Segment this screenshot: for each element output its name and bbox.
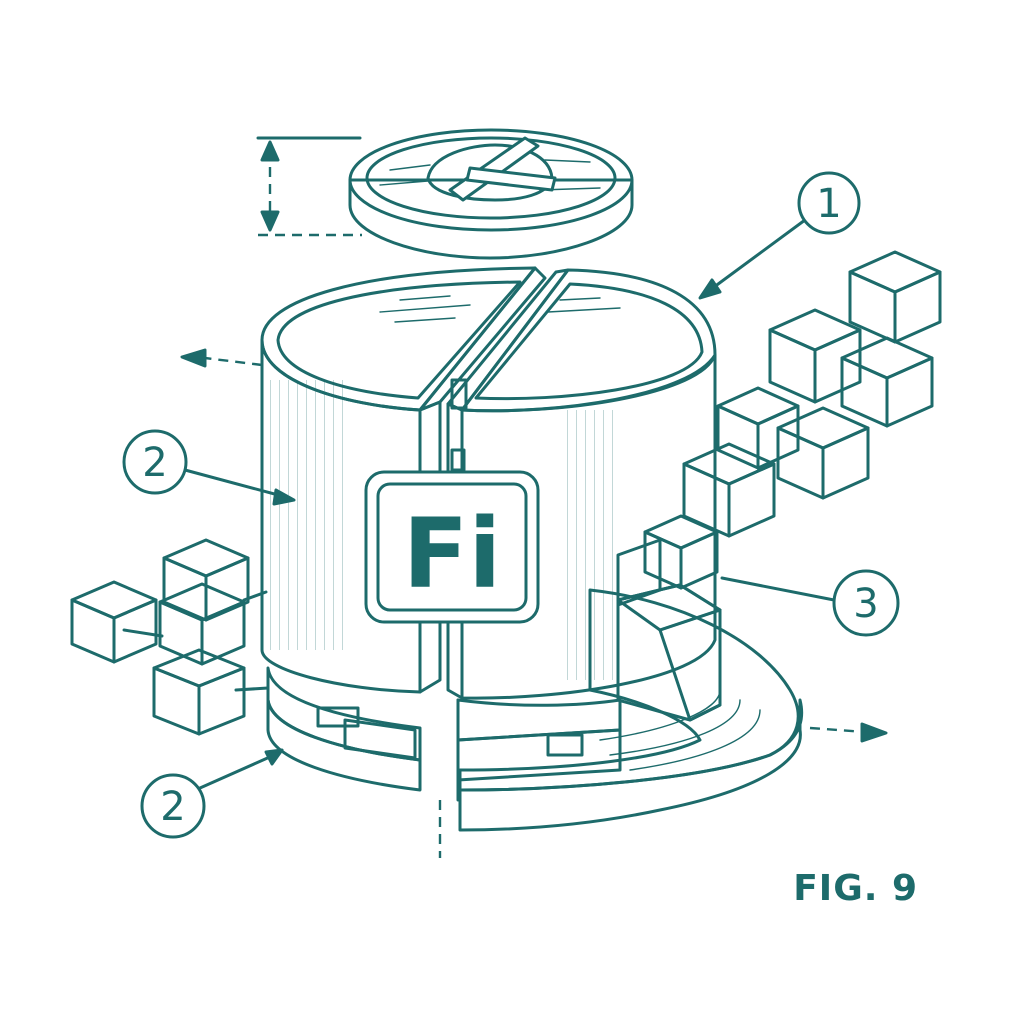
logo-text: Fi <box>403 498 501 610</box>
height-dimension <box>256 136 362 237</box>
cylinder-left-half <box>260 266 547 694</box>
cylinder-right-half <box>446 268 717 700</box>
left-arrow-head <box>180 348 207 368</box>
figure-label: FIG. 9 <box>793 868 918 909</box>
inner-structure <box>616 538 722 722</box>
fi-logo-badge: Fi <box>364 470 540 624</box>
callout-2-lower: 2 <box>140 748 284 839</box>
callout-2-upper-label: 2 <box>142 440 167 486</box>
callout-1-label: 1 <box>816 181 841 227</box>
coin <box>348 128 634 260</box>
callout-1: 1 <box>698 171 861 300</box>
base-disc <box>458 588 804 832</box>
callout-2-upper: 2 <box>122 429 296 506</box>
cube-cluster-left <box>70 538 270 736</box>
callout-3: 3 <box>720 569 900 637</box>
lower-rings <box>266 666 622 792</box>
flow-arrows <box>180 348 888 858</box>
right-arrow-head <box>860 722 888 743</box>
cube-cluster-right <box>643 250 942 590</box>
callout-3-label: 3 <box>853 581 878 627</box>
callout-2-lower-label: 2 <box>160 784 185 830</box>
